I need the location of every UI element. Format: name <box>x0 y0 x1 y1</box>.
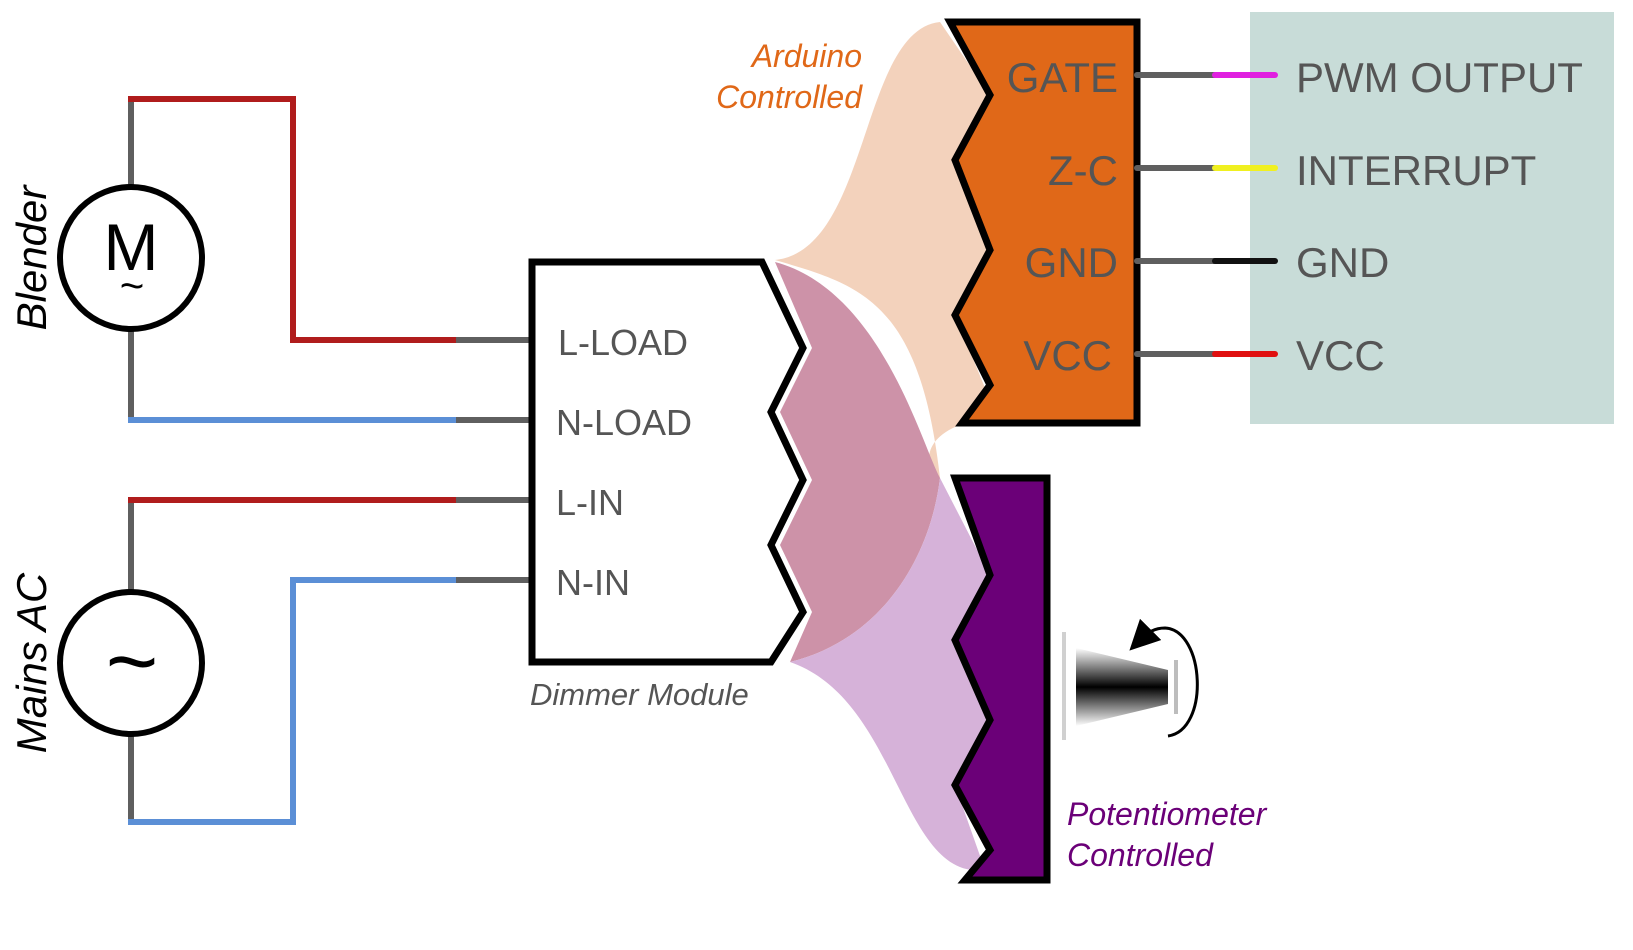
arduino-pin-vcc: VCC <box>1296 332 1385 379</box>
svg-text:M: M <box>104 210 159 284</box>
blender-wiring <box>128 96 459 423</box>
arduino-flow-band <box>775 22 990 478</box>
pin-vcc: VCC <box>1023 332 1112 379</box>
ac-source-icon: ~ <box>57 589 205 737</box>
arduino-panel <box>1250 12 1614 424</box>
dimmer-pin-labels: L-LOAD N-LOAD L-IN N-IN <box>556 322 692 603</box>
rotary-knob-icon <box>1062 632 1178 740</box>
arduino-pin-gnd: GND <box>1296 239 1389 286</box>
pin-gate: GATE <box>1007 54 1118 101</box>
dimmer-module-box <box>528 258 807 666</box>
pin-l-in: L-IN <box>556 482 624 523</box>
svg-text:~: ~ <box>120 262 145 309</box>
arduino-caption-line1: Arduino <box>750 38 862 74</box>
control-pin-labels: GATE Z-C GND VCC <box>1007 54 1118 379</box>
pin-gnd: GND <box>1025 239 1118 286</box>
pot-caption-line2: Controlled <box>1067 837 1214 873</box>
arduino-caption-line2: Controlled <box>716 79 863 115</box>
dimmer-flow-band <box>775 262 940 662</box>
arduino-header-block <box>944 18 1141 427</box>
pin-z-c: Z-C <box>1048 147 1118 194</box>
mains-label: Mains AC <box>8 572 55 753</box>
pin-n-load: N-LOAD <box>556 402 692 443</box>
arduino-pin-pwm: PWM OUTPUT <box>1296 54 1583 101</box>
svg-text:~: ~ <box>106 612 159 712</box>
pin-l-load: L-LOAD <box>558 322 688 363</box>
dimmer-caption: Dimmer Module <box>530 677 749 712</box>
arduino-pin-interrupt: INTERRUPT <box>1296 147 1536 194</box>
blender-label: Blender <box>8 184 55 331</box>
arduino-wires <box>1134 72 1278 357</box>
pot-header-block <box>950 474 1051 884</box>
dimmer-leads <box>456 337 532 583</box>
pot-caption-line1: Potentiometer <box>1067 796 1268 832</box>
motor-symbol-icon: M ~ <box>57 184 205 332</box>
rotation-arrow-icon <box>1129 618 1199 738</box>
mains-wiring <box>128 497 459 825</box>
arduino-pin-labels: PWM OUTPUT INTERRUPT GND VCC <box>1296 54 1583 379</box>
pin-n-in: N-IN <box>556 562 630 603</box>
pot-flow-band <box>790 478 990 871</box>
